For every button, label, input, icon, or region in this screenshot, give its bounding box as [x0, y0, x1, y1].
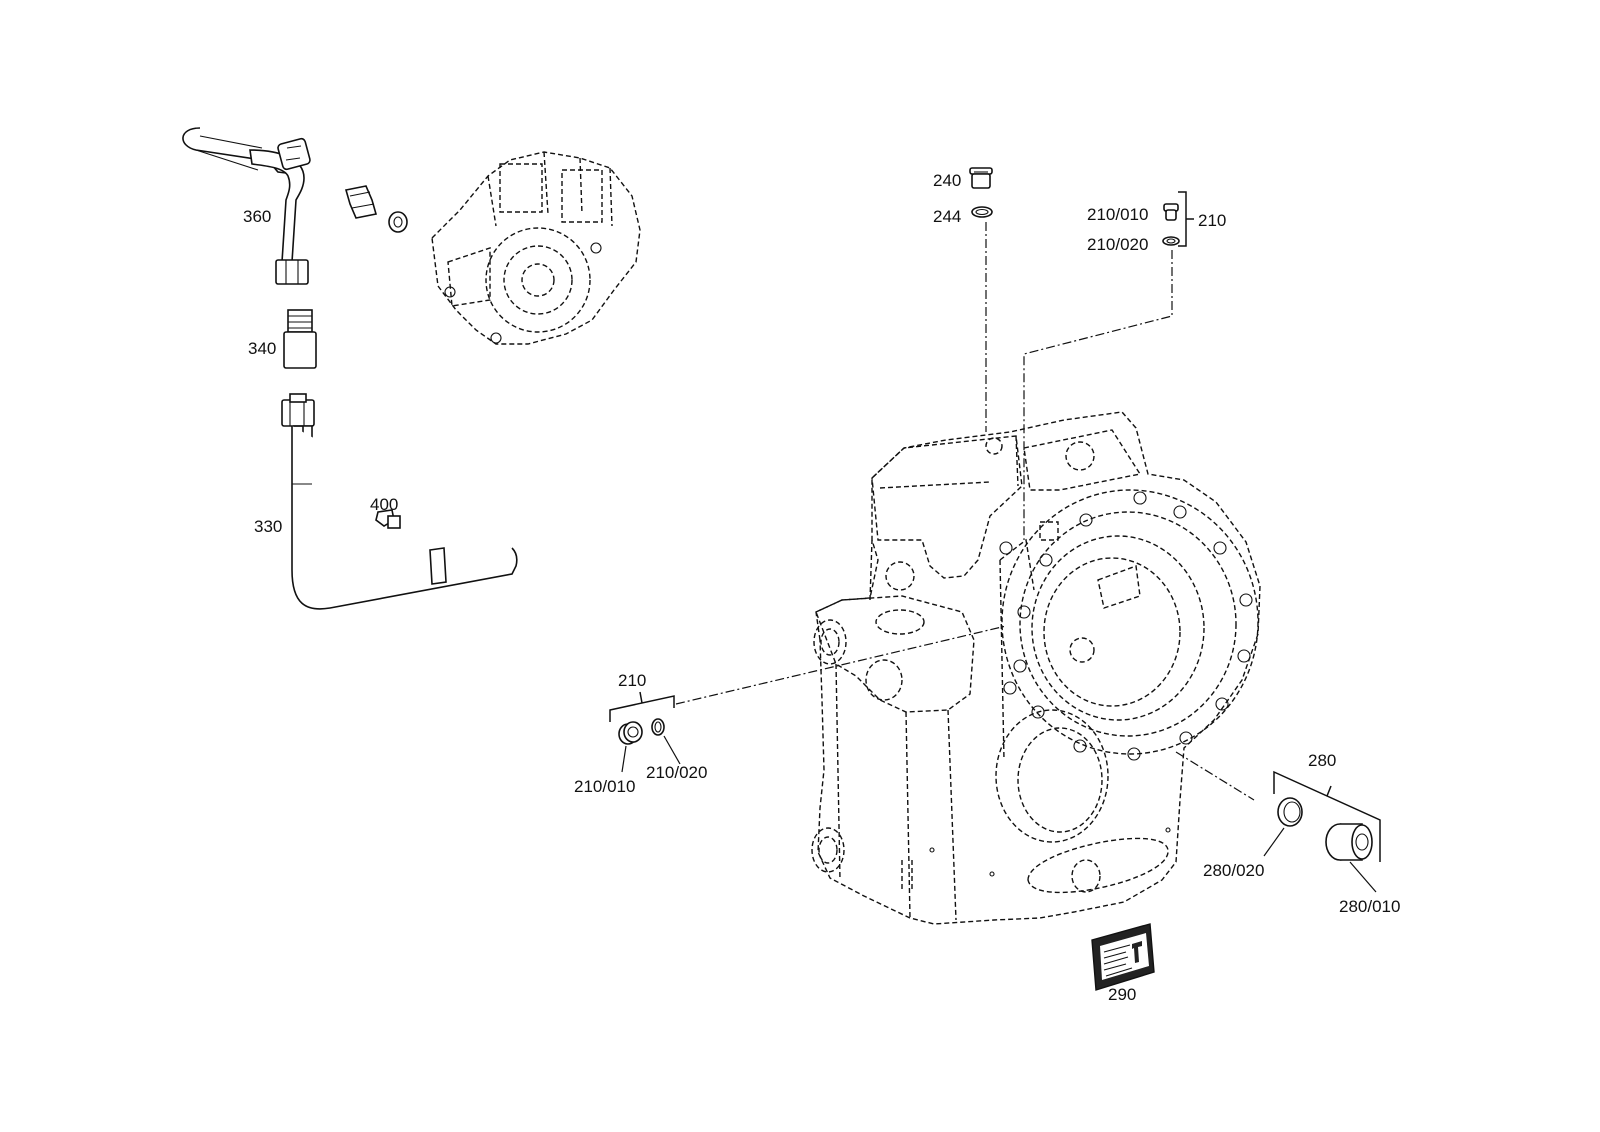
adapter-340: [283, 309, 317, 369]
label-244: 244: [933, 207, 961, 226]
label-360: 360: [243, 207, 271, 226]
bracket-280: [1273, 770, 1381, 862]
pipe-360: [182, 127, 311, 285]
flange-bolt-holes: [999, 491, 1253, 761]
label-400: 400: [370, 495, 398, 514]
label-280-010: 280/010: [1339, 897, 1400, 916]
ring-280-020: [1277, 797, 1303, 827]
pump-assembly: [431, 151, 641, 345]
label-210-010-top: 210/010: [1087, 205, 1148, 224]
label-280: 280: [1308, 751, 1336, 770]
callout-labels: 360 340 330 400 240 244 210/010 210/020 …: [243, 171, 1400, 1004]
ring-210-020-top: [1162, 236, 1180, 246]
center-lines: [675, 222, 1255, 801]
fitting-pair: [344, 185, 408, 233]
label-280-020: 280/020: [1203, 861, 1264, 880]
ring-210-020-left: [651, 718, 665, 736]
label-210-020-left: 210/020: [646, 763, 707, 782]
label-330: 330: [254, 517, 282, 536]
bracket-210-top: [1178, 191, 1194, 247]
plug-210-010-left: [618, 721, 643, 745]
ring-244: [971, 206, 993, 218]
type-plate-290: [1091, 923, 1155, 991]
bracket-210-left: [609, 691, 675, 722]
label-340: 340: [248, 339, 276, 358]
label-240: 240: [933, 171, 961, 190]
screw-400: [375, 509, 401, 529]
pipe-330: [281, 393, 518, 610]
plug-240: [969, 167, 993, 189]
label-210-020-top: 210/020: [1087, 235, 1148, 254]
plug-280-010: [1325, 823, 1373, 861]
label-290: 290: [1108, 985, 1136, 1004]
leader-lines: [621, 735, 1377, 893]
label-210-top: 210: [1198, 211, 1226, 230]
plug-210-010-top: [1163, 203, 1179, 221]
label-210-left: 210: [618, 671, 646, 690]
transmission-housing: [811, 411, 1261, 925]
label-210-010-left: 210/010: [574, 777, 635, 796]
